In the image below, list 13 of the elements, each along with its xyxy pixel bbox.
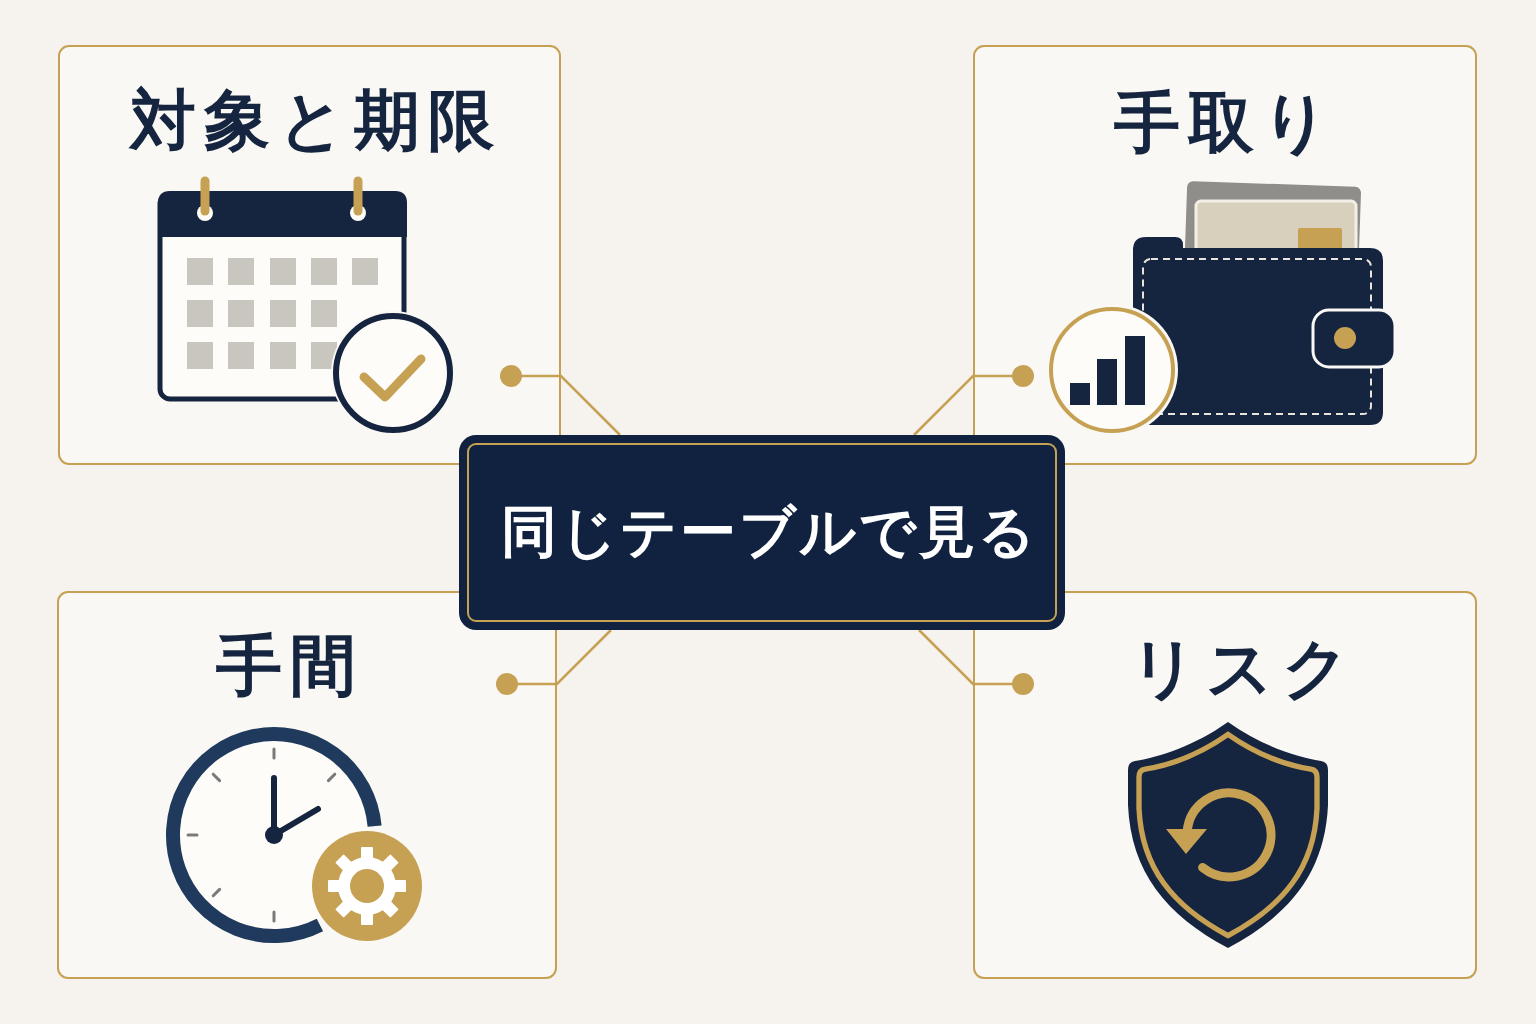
connector-line xyxy=(500,365,621,436)
panel-card xyxy=(57,591,557,979)
panel-card xyxy=(58,45,561,465)
connector-line xyxy=(913,365,1034,436)
panel-title: 手取り xyxy=(1113,89,1338,155)
panel-card xyxy=(973,591,1477,979)
connector-line xyxy=(496,629,612,695)
connector-line xyxy=(918,629,1034,695)
heading-box: 同じテーブルで見る xyxy=(459,435,1065,630)
panel-card xyxy=(973,45,1477,465)
panel-title: 対象と期限 xyxy=(128,87,502,153)
panel-title: 手間 xyxy=(215,632,364,698)
panel-title: リスク xyxy=(1129,635,1358,701)
